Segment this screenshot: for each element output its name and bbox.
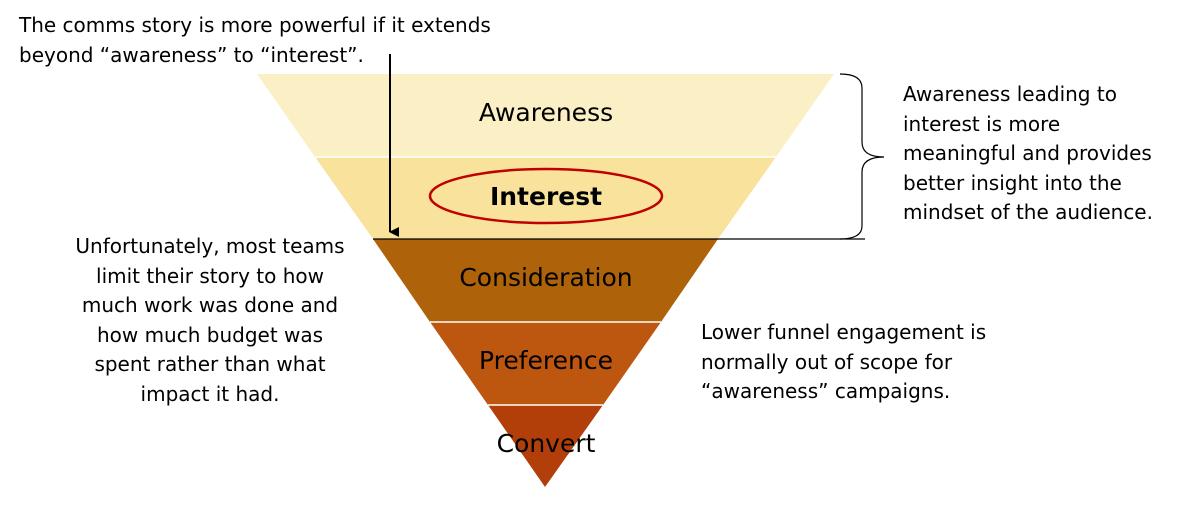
note-line: how much budget was — [96, 322, 324, 347]
note-line: meaningful and provides — [903, 141, 1152, 165]
note-unfortunately: Unfortunately, most teams limit their st… — [46, 232, 374, 409]
note-line: beyond “awareness” to “interest”. — [19, 42, 364, 67]
funnel-stage-consideration — [373, 239, 718, 322]
funnel-stage-preference — [430, 322, 661, 405]
funnel-stage-convert — [488, 405, 603, 487]
note-line: Lower funnel engagement is — [701, 320, 987, 344]
note-awareness-leading: Awareness leading to interest is more me… — [903, 80, 1153, 228]
note-line: mindset of the audience. — [903, 200, 1153, 224]
note-line: limit their story to how — [96, 263, 324, 288]
interest-highlight-ellipse — [428, 167, 664, 225]
note-lower-funnel: Lower funnel engagement is normally out … — [701, 318, 986, 407]
right-brace — [839, 73, 885, 240]
note-line: better insight into the — [903, 170, 1122, 195]
note-line: normally out of scope for — [701, 349, 953, 374]
note-line: Awareness leading to — [903, 82, 1117, 106]
stage-label-interest: Interest — [490, 182, 602, 211]
note-line: Unfortunately, most teams — [75, 234, 345, 258]
note-comms-story: The comms story is more powerful if it e… — [19, 11, 491, 70]
funnel-stage-interest — [315, 157, 776, 239]
stage-label-preference: Preference — [479, 346, 613, 375]
stage-label-convert: Convert — [497, 429, 596, 458]
note-line: much work was done and — [81, 293, 339, 317]
stage-label-awareness: Awareness — [479, 98, 613, 127]
note-line: “awareness” campaigns. — [701, 379, 951, 403]
note-line: impact it had. — [140, 381, 280, 406]
note-line: The comms story is more powerful if it e… — [19, 13, 491, 37]
stage-label-consideration: Consideration — [459, 263, 632, 292]
note-line: interest is more — [903, 111, 1061, 136]
note-line: spent rather than what — [94, 352, 326, 376]
funnel-stage-awareness — [257, 74, 834, 157]
